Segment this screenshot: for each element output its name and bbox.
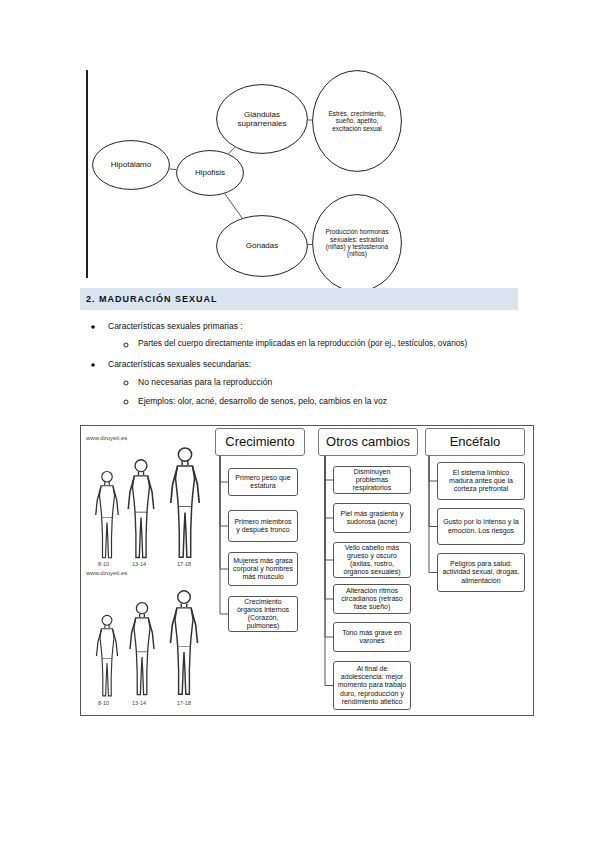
node-text: Gónadas (225, 241, 299, 250)
age-label: 17-18 (177, 561, 191, 568)
node-text: Hipotálamo (100, 160, 162, 169)
concept-box: Primero peso que estatura (228, 468, 298, 496)
gland-ellipse: Hipófisis (176, 150, 244, 196)
gland-ellipse: Hipotálamo (92, 140, 170, 190)
header-text: Otros cambios (326, 435, 410, 450)
connector-line (220, 456, 228, 614)
category-header: Crecimiento (215, 428, 305, 456)
age-label: 17-18 (177, 700, 191, 707)
node-text: Vello cabello más grueso y oscuro (axila… (337, 544, 407, 576)
category-header: Otros cambios (318, 428, 418, 456)
node-text: Primero miembros y después tronco (232, 518, 294, 534)
concept-box: Peligros para salud: actividad sexual, d… (437, 553, 525, 592)
connector-line (325, 456, 333, 560)
connector-line (220, 456, 228, 526)
node-text: 2. MADURACIÓN SEXUAL (86, 294, 218, 304)
connector-line (229, 147, 235, 153)
connector-line (225, 194, 242, 218)
gland-ellipse: Gónadas (216, 215, 308, 277)
node-text: Disminuyen problemas respiratorios (337, 468, 407, 492)
node-text: Primero peso que estatura (232, 474, 294, 490)
bullet-text: Partes del cuerpo directamente implicada… (138, 339, 467, 349)
connector-line (325, 456, 333, 480)
concept-box: El sistema límbico madura antes que la c… (437, 462, 525, 500)
age-label: 8-10 (98, 561, 109, 568)
concept-box: Alteración ritmos circadianos (retraso f… (333, 584, 411, 614)
margin-rule (86, 70, 88, 278)
connector-line (429, 456, 437, 481)
node-text: Estrés, crecimiento, sueño, apetito, exc… (325, 110, 390, 132)
node-text: El sistema límbico madura antes que la c… (441, 469, 521, 493)
connector-line (429, 456, 437, 527)
connector-line (325, 456, 333, 637)
node-text: Hipófisis (183, 168, 237, 177)
image-frame (81, 426, 534, 716)
age-label: 8-10 (98, 700, 109, 707)
connector-line (170, 168, 177, 170)
watermark: www.dzoyeti.es (86, 435, 127, 442)
concept-box: Crecimiento órganos internos (Corazón, p… (228, 596, 298, 632)
category-header: Encéfalo (425, 428, 525, 456)
bullet-text: Características sexuales primarias : (108, 321, 243, 331)
header-text: Encéfalo (450, 435, 501, 450)
concept-box: Disminuyen problemas respiratorios (333, 466, 411, 494)
node-text: Glándulas suprarrenales (229, 110, 295, 128)
effect-circle: Producción hormonas sexuales: estradiol … (312, 194, 402, 292)
age-label: 13-14 (132, 561, 146, 568)
connector-line (325, 456, 333, 518)
concept-box: Piel más grasienta y sudorosa (acné) (333, 503, 411, 533)
connector-line (325, 456, 333, 599)
concept-box: Mujeres más grasa corporal y hombres más… (228, 552, 298, 586)
node-text: Al final de adolescencia: mejor momento … (337, 665, 407, 705)
effect-circle: Estrés, crecimiento, sueño, apetito, exc… (312, 70, 402, 172)
age-label: 13-14 (132, 700, 146, 707)
watermark: www.dzoyeti.es (86, 570, 127, 577)
gland-ellipse: Glándulas suprarrenales (216, 84, 308, 154)
connector-line (308, 244, 312, 245)
section-band: 2. MADURACIÓN SEXUAL (80, 288, 518, 310)
connector-line (429, 456, 437, 573)
header-text: Crecimiento (225, 435, 294, 450)
node-text: Tono más grave en varones (337, 629, 407, 645)
node-text: Piel más grasienta y sudorosa (acné) (337, 510, 407, 526)
connector-line (325, 456, 333, 686)
node-text: Mujeres más grasa corporal y hombres más… (232, 557, 294, 581)
connector-line (308, 119, 312, 120)
bullet-text: No necesarias para la reproducción (138, 377, 272, 387)
node-text: Crecimiento órganos internos (Corazón, p… (232, 598, 294, 630)
concept-box: Tono más grave en varones (333, 622, 411, 652)
node-text: Alteración ritmos circadianos (retraso f… (337, 587, 407, 611)
bullet-text: Características sexuales secundarias: (108, 359, 251, 369)
node-text: Producción hormonas sexuales: estradiol … (325, 228, 390, 258)
node-text: Gusto por lo intenso y la emoción. Los r… (441, 518, 521, 534)
concept-box: Al final de adolescencia: mejor momento … (333, 661, 411, 710)
concept-box: Primero miembros y después tronco (228, 510, 298, 542)
concept-box: Gusto por lo intenso y la emoción. Los r… (437, 508, 525, 545)
bullet-text: Ejemplos: olor, acné, desarrollo de seno… (138, 396, 387, 406)
concept-box: Vello cabello más grueso y oscuro (axila… (333, 542, 411, 578)
node-text: Peligros para salud: actividad sexual, d… (441, 560, 521, 584)
connector-line (220, 456, 228, 569)
connector-line (220, 456, 228, 482)
